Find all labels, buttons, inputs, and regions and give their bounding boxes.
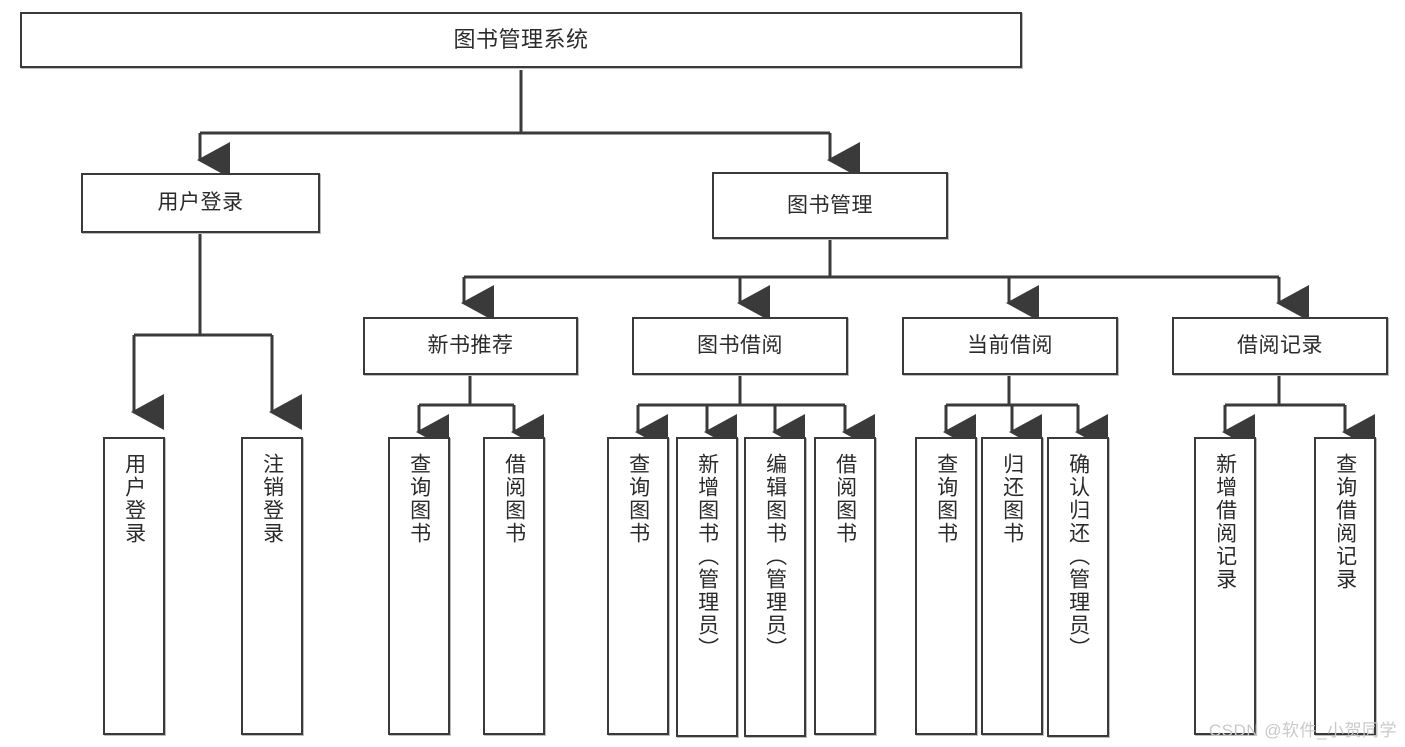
- node-label: 编辑图书（管理员）: [763, 453, 787, 660]
- node-label: 查询图书: [407, 453, 431, 545]
- leaf-user-login[interactable]: 用户登录: [103, 437, 165, 735]
- leaf-add-borrow-record[interactable]: 新增借阅记录: [1194, 437, 1256, 735]
- leaf-query-book-current[interactable]: 查询图书: [915, 437, 977, 735]
- node-label: 查询图书: [934, 453, 958, 545]
- leaf-query-borrow-record[interactable]: 查询借阅记录: [1314, 437, 1376, 735]
- node-label: 借阅图书: [502, 453, 526, 545]
- watermark-text: CSDN @软件_小贺同学: [1208, 721, 1397, 740]
- leaf-return-book[interactable]: 归还图书: [981, 437, 1043, 735]
- node-label: 借阅图书: [833, 453, 857, 545]
- node-label: 用户登录: [122, 453, 146, 545]
- node-label: 新增图书（管理员）: [695, 453, 719, 660]
- node-borrow-record[interactable]: 借阅记录: [1172, 317, 1388, 375]
- node-label: 图书管理系统: [453, 26, 589, 52]
- node-book-borrow[interactable]: 图书借阅: [632, 317, 848, 375]
- node-label: 用户登录: [157, 191, 244, 215]
- leaf-logout[interactable]: 注销登录: [241, 437, 303, 735]
- leaf-confirm-return-admin[interactable]: 确认归还（管理员）: [1047, 437, 1109, 737]
- node-label: 图书借阅: [697, 334, 783, 358]
- leaf-edit-book-admin[interactable]: 编辑图书（管理员）: [744, 437, 806, 737]
- node-label: 查询借阅记录: [1333, 453, 1357, 591]
- node-root-system[interactable]: 图书管理系统: [20, 12, 1022, 68]
- node-label: 图书管理: [787, 193, 873, 217]
- leaf-add-book-admin[interactable]: 新增图书（管理员）: [676, 437, 738, 737]
- node-label: 归还图书: [1000, 453, 1024, 545]
- leaf-borrow-book-recommend[interactable]: 借阅图书: [483, 437, 545, 735]
- node-label: 当前借阅: [967, 334, 1053, 358]
- node-new-book-recommend[interactable]: 新书推荐: [363, 317, 578, 375]
- leaf-query-book-recommend[interactable]: 查询图书: [388, 437, 450, 735]
- node-label: 查询图书: [626, 453, 650, 545]
- leaf-query-book-borrow[interactable]: 查询图书: [607, 437, 669, 735]
- leaf-borrow-book[interactable]: 借阅图书: [814, 437, 876, 735]
- node-current-borrow[interactable]: 当前借阅: [902, 317, 1118, 375]
- node-label: 借阅记录: [1237, 334, 1323, 358]
- node-label: 确认归还（管理员）: [1066, 453, 1090, 660]
- node-user-login[interactable]: 用户登录: [81, 173, 320, 233]
- node-label: 新增借阅记录: [1213, 453, 1237, 591]
- node-label: 注销登录: [260, 453, 284, 545]
- node-label: 新书推荐: [427, 334, 514, 358]
- node-book-management[interactable]: 图书管理: [712, 172, 948, 239]
